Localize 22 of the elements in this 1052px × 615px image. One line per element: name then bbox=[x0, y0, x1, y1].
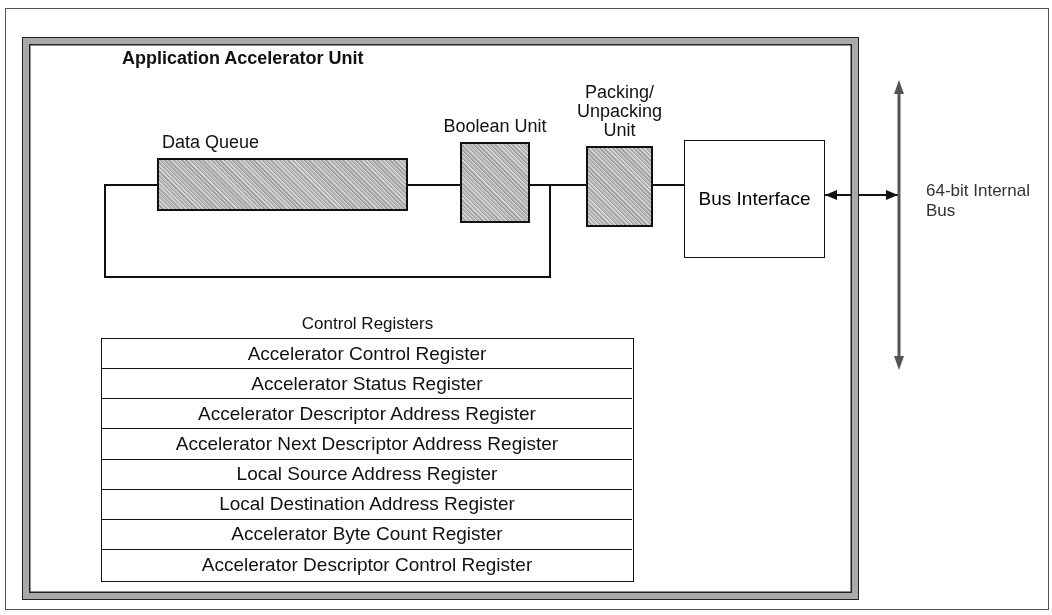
internal-bus bbox=[891, 80, 907, 370]
block-label: Packing/ Unpacking Unit bbox=[575, 83, 664, 140]
connector-line bbox=[407, 184, 461, 186]
double-arrow bbox=[824, 190, 899, 200]
unit-title: Application Accelerator Unit bbox=[122, 49, 364, 68]
register-row: Accelerator Descriptor Control Register bbox=[102, 549, 632, 580]
register-row: Accelerator Byte Count Register bbox=[102, 519, 632, 550]
block-label: Boolean Unit bbox=[443, 117, 547, 136]
unit-frame bbox=[22, 37, 859, 600]
register-row: Accelerator Status Register bbox=[102, 369, 632, 400]
bus-label: 64-bit Internal Bus bbox=[926, 181, 1031, 222]
connector-line bbox=[652, 184, 685, 186]
register-row: Local Destination Address Register bbox=[102, 489, 632, 520]
interface-box bbox=[684, 140, 825, 258]
register-row: Accelerator Descriptor Address Register bbox=[102, 399, 632, 430]
block-label: Data Queue bbox=[162, 133, 260, 152]
register-row: Local Source Address Register bbox=[102, 459, 632, 490]
table-heading: Control Registers bbox=[301, 315, 434, 333]
box-label: Bus Interface bbox=[698, 187, 811, 211]
register-row: Accelerator Next Descriptor Address Register bbox=[102, 429, 632, 460]
register-row: Accelerator Control Register bbox=[102, 339, 632, 370]
connector-line bbox=[104, 184, 551, 278]
